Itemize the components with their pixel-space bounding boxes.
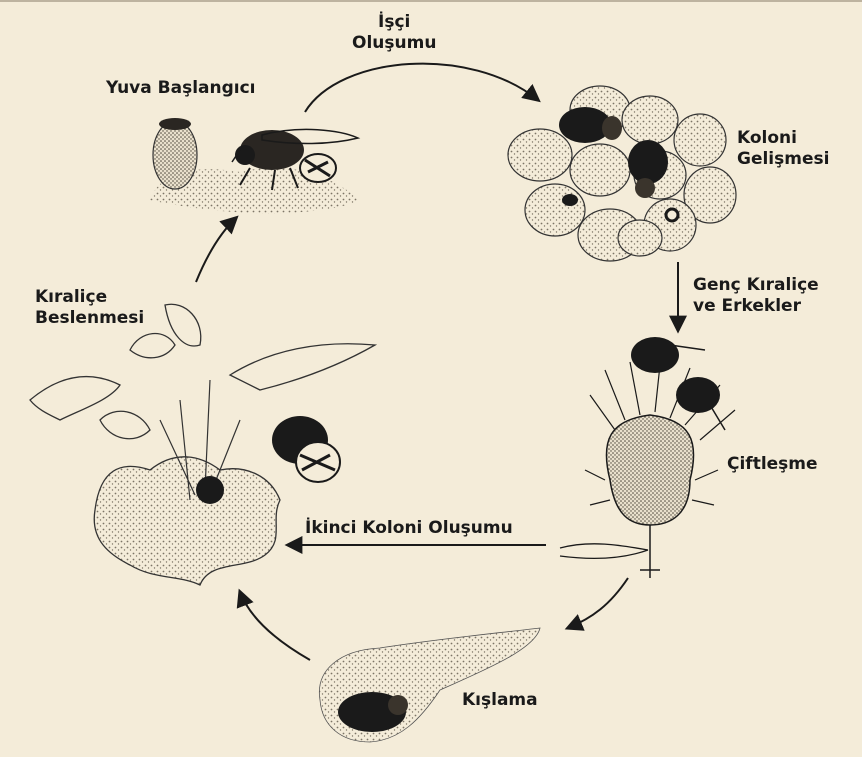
label-nest-start: Yuva Başlangıcı xyxy=(106,78,256,99)
label-worker-formation: İşçi Oluşumu xyxy=(352,12,436,54)
arrow-nest-to-colony xyxy=(305,64,538,112)
label-mating: Çiftleşme xyxy=(727,454,818,475)
label-young-queens-line1: Genç Kıraliçe xyxy=(693,275,819,296)
colony-development-illustration xyxy=(508,86,736,261)
label-queen-feeding-line1: Kıraliçe xyxy=(35,287,144,308)
label-colony-development: Koloni Gelişmesi xyxy=(737,128,829,170)
mating-illustration xyxy=(560,337,735,578)
queen-feeding-illustration xyxy=(30,304,375,585)
label-second-colony: İkinci Koloni Oluşumu xyxy=(305,518,513,539)
label-queen-feeding: Kıraliçe Beslenmesi xyxy=(35,287,144,329)
arrow-mating-to-wintering xyxy=(568,578,628,628)
nest-start-illustration xyxy=(150,118,360,213)
label-worker-formation-line1: İşçi xyxy=(352,12,436,33)
label-queen-feeding-line2: Beslenmesi xyxy=(35,308,144,329)
wintering-illustration xyxy=(319,628,540,742)
label-young-queens-males: Genç Kıraliçe ve Erkekler xyxy=(693,275,819,317)
label-young-queens-line2: ve Erkekler xyxy=(693,296,819,317)
label-worker-formation-line2: Oluşumu xyxy=(352,33,436,54)
arrow-wintering-to-feeding xyxy=(240,592,310,660)
label-colony-development-line1: Koloni xyxy=(737,128,829,149)
label-wintering: Kışlama xyxy=(462,690,538,711)
label-colony-development-line2: Gelişmesi xyxy=(737,149,829,170)
arrow-feeding-to-nest xyxy=(196,218,236,282)
